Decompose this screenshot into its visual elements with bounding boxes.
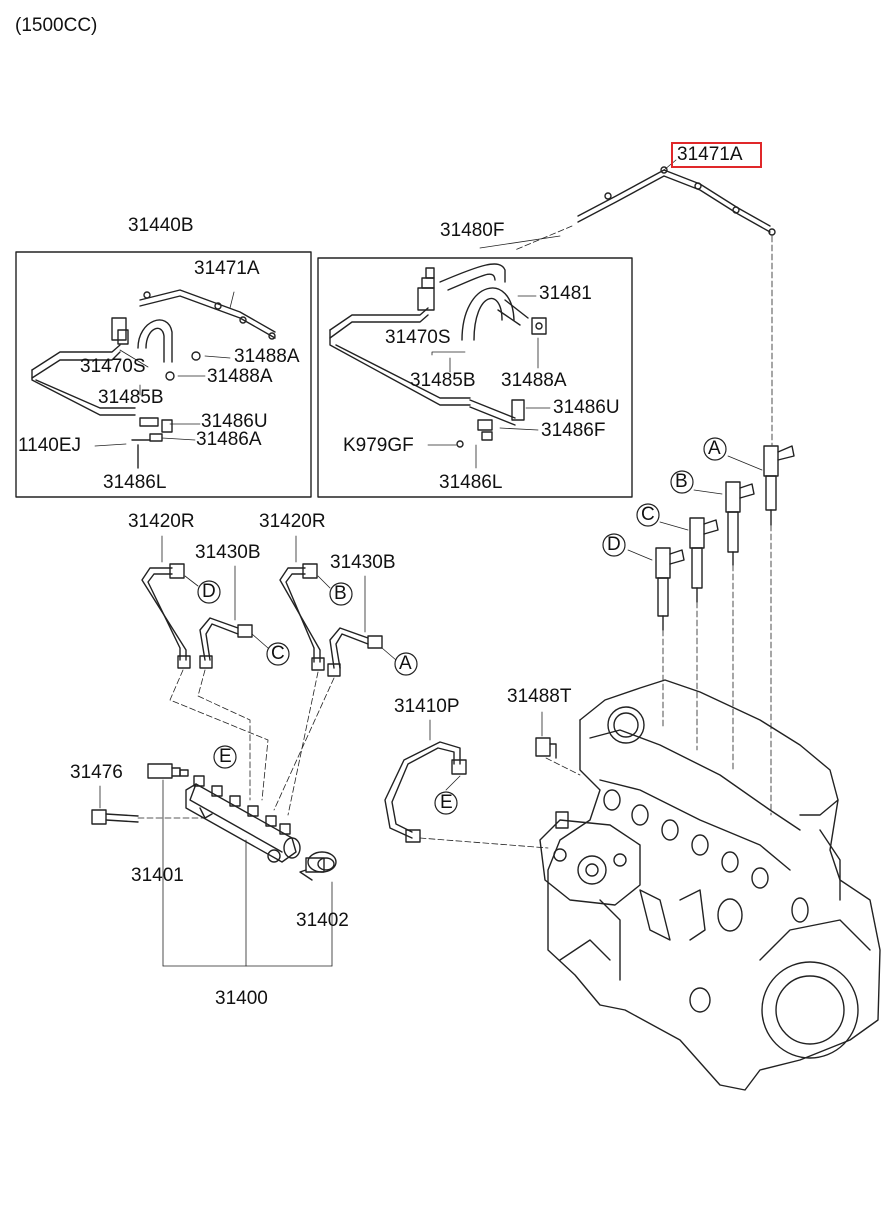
part-label-31470s-right[interactable]: 31470S	[385, 327, 451, 348]
callout-circle-e-rail	[213, 745, 237, 769]
callout-circle-e-pipe	[434, 791, 458, 815]
highlight-box	[671, 142, 762, 168]
part-label-31471a-highlighted[interactable]: 31471A	[677, 144, 743, 165]
part-label-31486f[interactable]: 31486F	[541, 420, 606, 441]
part-label-31420r-1[interactable]: 31420R	[128, 511, 195, 532]
part-label-31481[interactable]: 31481	[539, 283, 592, 304]
callout-letter-a-left: A	[399, 653, 412, 674]
box-31440b-frame	[15, 251, 312, 498]
injector-a	[763, 445, 795, 526]
part-label-31400[interactable]: 31400	[215, 988, 268, 1009]
part-label-31420r-2[interactable]: 31420R	[259, 511, 326, 532]
bolt-31476	[91, 809, 139, 825]
callout-letter-d-left: D	[202, 581, 216, 602]
pipe-31410p	[384, 741, 467, 843]
part-label-31430b-2[interactable]: 31430B	[330, 552, 396, 573]
callout-letter-e-pipe: E	[440, 792, 453, 813]
injector-b	[725, 481, 755, 566]
pressure-sensor-31401	[147, 763, 189, 779]
callout-letter-a-top: A	[708, 438, 721, 459]
callout-letter-b-top: B	[675, 471, 688, 492]
pipe-31430b-right	[327, 627, 383, 677]
part-label-31486u-right[interactable]: 31486U	[553, 397, 620, 418]
part-label-31470s[interactable]: 31470S	[80, 356, 146, 377]
box-31480f-frame	[317, 257, 633, 498]
part-label-31485b-right[interactable]: 31485B	[410, 370, 476, 391]
callout-circle-c-left	[266, 642, 290, 666]
part-label-31488t[interactable]: 31488T	[507, 686, 572, 707]
part-label-31430b-1[interactable]: 31430B	[195, 542, 261, 563]
part-label-31480f[interactable]: 31480F	[440, 220, 505, 241]
part-label-31410p[interactable]: 31410P	[394, 696, 460, 717]
right-box-hoses	[329, 263, 547, 448]
callout-circle-b-top	[670, 470, 694, 494]
part-label-31402[interactable]: 31402	[296, 910, 349, 931]
return-hose-31471a	[577, 166, 776, 236]
bracket-31488t	[535, 737, 557, 759]
callout-circle-a-top	[703, 437, 727, 461]
part-label-31440b[interactable]: 31440B	[128, 215, 194, 236]
pressure-valve-31402	[299, 851, 337, 881]
callout-circle-d-top	[602, 533, 626, 557]
callout-letter-b-left: B	[334, 583, 347, 604]
part-label-31488a-2[interactable]: 31488A	[207, 366, 273, 387]
part-label-31486u[interactable]: 31486U	[201, 411, 268, 432]
injector-d	[655, 547, 685, 631]
callout-letter-d-top: D	[607, 534, 621, 555]
common-rail-31400	[185, 775, 301, 863]
callout-circle-c-top	[636, 503, 660, 527]
pipe-31420r-right	[279, 563, 325, 671]
part-label-31488a[interactable]: 31488A	[234, 346, 300, 367]
part-label-31485b[interactable]: 31485B	[98, 387, 164, 408]
part-label-31401[interactable]: 31401	[131, 865, 184, 886]
callout-letter-e-rail: E	[219, 746, 232, 767]
part-label-31486l-left[interactable]: 31486L	[103, 472, 167, 493]
part-label-1140ej[interactable]: 1140EJ	[18, 435, 82, 456]
part-label-k979gf[interactable]: K979GF	[343, 435, 414, 456]
pipe-31420r-left	[141, 563, 191, 669]
callout-circle-b-left	[329, 582, 353, 606]
part-label-31486l-right[interactable]: 31486L	[439, 472, 503, 493]
callout-circle-a-left	[394, 652, 418, 676]
engine-block	[547, 679, 881, 1091]
injector-c	[689, 517, 719, 603]
left-box-hoses	[31, 289, 276, 469]
engine-spec-label: (1500CC)	[15, 15, 98, 36]
part-label-31476[interactable]: 31476	[70, 762, 123, 783]
hp-pump	[539, 811, 641, 906]
part-label-31471a[interactable]: 31471A	[194, 258, 260, 279]
part-label-31488a-right[interactable]: 31488A	[501, 370, 567, 391]
part-label-31486a[interactable]: 31486A	[196, 429, 262, 450]
callout-letter-c-left: C	[271, 643, 285, 664]
pipe-31430b-left	[199, 617, 253, 669]
callout-letter-c-top: C	[641, 504, 655, 525]
callout-circle-d-left	[197, 580, 221, 604]
